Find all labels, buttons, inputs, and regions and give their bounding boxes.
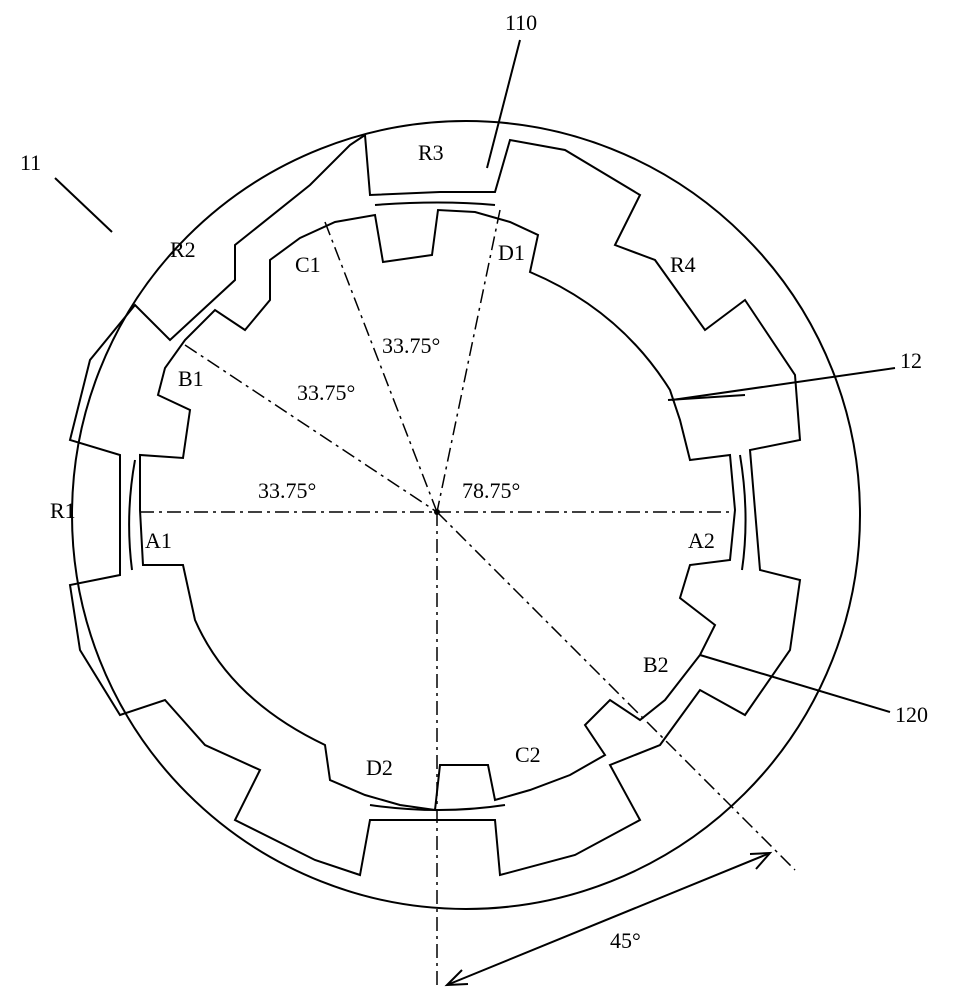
label-b1: B1 bbox=[178, 366, 204, 391]
center-line-d1 bbox=[436, 209, 501, 513]
stator-bore-arc-top bbox=[374, 201, 496, 206]
label-a1: A1 bbox=[145, 528, 172, 553]
dimension-line bbox=[446, 852, 771, 986]
label-a2: A2 bbox=[688, 528, 715, 553]
leader-line-110 bbox=[486, 39, 521, 169]
label-c1: C1 bbox=[295, 252, 321, 277]
center-line-b1 bbox=[184, 344, 438, 513]
label-d1: D1 bbox=[498, 240, 525, 265]
angle-label-c1-d1: 33.75° bbox=[382, 333, 440, 358]
label-b2: B2 bbox=[643, 652, 669, 677]
center-lines bbox=[140, 209, 796, 990]
arrowhead-right bbox=[749, 851, 773, 870]
angle-label-a2-d1: 78.75° bbox=[462, 478, 520, 503]
label-r3: R3 bbox=[418, 140, 444, 165]
center-point bbox=[434, 509, 440, 515]
angle-label-a1-b1: 33.75° bbox=[258, 478, 316, 503]
label-11: 11 bbox=[20, 150, 41, 175]
center-line-diagonal bbox=[436, 511, 796, 871]
label-r2: R2 bbox=[170, 237, 196, 262]
label-r1: R1 bbox=[50, 498, 76, 523]
angle-label-b1-c1: 33.75° bbox=[297, 380, 355, 405]
stator-bore-arc-right bbox=[739, 454, 747, 571]
label-120: 120 bbox=[895, 702, 928, 727]
label-12: 12 bbox=[900, 348, 922, 373]
stator-bore-arc-bottom bbox=[369, 804, 506, 811]
label-110: 110 bbox=[505, 10, 537, 35]
outer-ring bbox=[71, 120, 861, 910]
leader-line-120 bbox=[699, 654, 891, 713]
center-line-c1 bbox=[324, 221, 438, 513]
label-c2: C2 bbox=[515, 742, 541, 767]
stator-outline bbox=[68, 133, 802, 877]
angle-label-pole-pitch: 45° bbox=[610, 928, 641, 953]
pole-pitch-dimension bbox=[444, 851, 773, 987]
arrowhead-left bbox=[444, 969, 469, 987]
leader-line-11 bbox=[54, 177, 113, 233]
label-d2: D2 bbox=[366, 755, 393, 780]
label-r4: R4 bbox=[670, 252, 696, 277]
rotor-outline bbox=[139, 208, 737, 812]
leader-lines bbox=[54, 39, 896, 713]
stator-bore-arc-left bbox=[128, 459, 136, 571]
leader-line-12 bbox=[671, 367, 896, 401]
